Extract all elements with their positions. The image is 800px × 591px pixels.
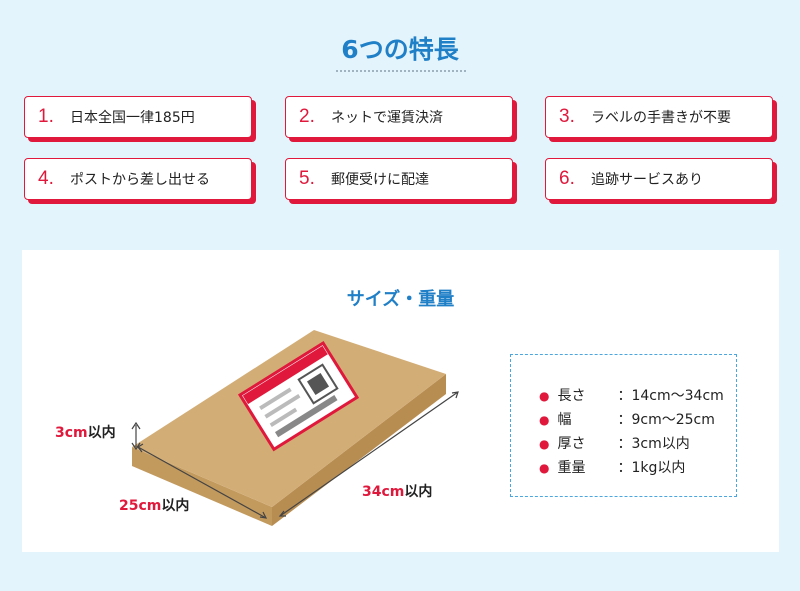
feature-card-3: 3. ラベルの手書きが不要 [545,96,773,138]
spec-box: ● 長さ ：14cm〜34cm ● 幅 ：9cm〜25cm ● 厚さ ：3cm以内 ● 重量 ：… [510,354,737,497]
height-unit: 以内 [87,425,116,441]
spec-row-width: ● 幅 ：9cm〜25cm [539,409,715,429]
feature-number: 2. [299,106,315,127]
width-dimension-label: 25cm以内 [119,495,189,515]
height-value: 3cm [55,425,88,441]
feature-card-5: 5. 郵便受けに配達 [285,158,513,200]
feature-text: 追跡サービスあり [591,172,703,188]
length-unit: 以内 [404,484,433,500]
feature-text: 郵便受けに配達 [331,172,429,188]
spec-row-length: ● 長さ ：14cm〜34cm [539,385,724,405]
width-unit: 以内 [161,498,190,514]
feature-text: ポストから差し出せる [70,172,210,188]
feature-card-4: 4. ポストから差し出せる [24,158,252,200]
bullet-icon: ● [539,437,550,451]
size-weight-title: サイズ・重量 [346,289,455,310]
height-dimension-label: 3cm以内 [55,422,116,442]
size-weight-panel: サイズ・重量 3cm以内 25cm以内 [22,250,779,552]
spec-row-thickness: ● 厚さ ：3cm以内 [539,433,690,453]
spec-label: 重量 [557,460,586,476]
title-underline [336,70,466,72]
feature-number: 4. [38,168,54,189]
feature-card-1: 1. 日本全国一律185円 [24,96,252,138]
spec-label: 長さ [557,388,586,404]
feature-number: 5. [299,168,315,189]
spec-value: ：1kg以内 [617,460,686,476]
length-dimension-label: 34cm以内 [362,481,432,501]
spec-value: ：3cm以内 [617,436,690,452]
spec-row-weight: ● 重量 ：1kg以内 [539,457,685,477]
bullet-icon: ● [539,461,550,475]
shipping-label [237,341,360,452]
feature-text: ネットで運賃決済 [331,110,443,126]
feature-number: 1. [38,106,54,127]
feature-card-2: 2. ネットで運賃決済 [285,96,513,138]
section-title: 6つの特長 [341,35,459,64]
length-value: 34cm [362,484,405,500]
spec-label: 厚さ [557,436,586,452]
bullet-icon: ● [539,389,550,403]
feature-text: ラベルの手書きが不要 [591,110,731,126]
package-illustration [131,330,459,526]
bullet-icon: ● [539,413,550,427]
feature-number: 6. [559,168,575,189]
width-value: 25cm [119,498,162,514]
spec-label: 幅 [557,412,572,428]
feature-text: 日本全国一律185円 [70,110,195,126]
feature-number: 3. [559,106,575,127]
spec-value: ：9cm〜25cm [617,412,715,428]
spec-value: ：14cm〜34cm [617,388,724,404]
feature-card-6: 6. 追跡サービスあり [545,158,773,200]
